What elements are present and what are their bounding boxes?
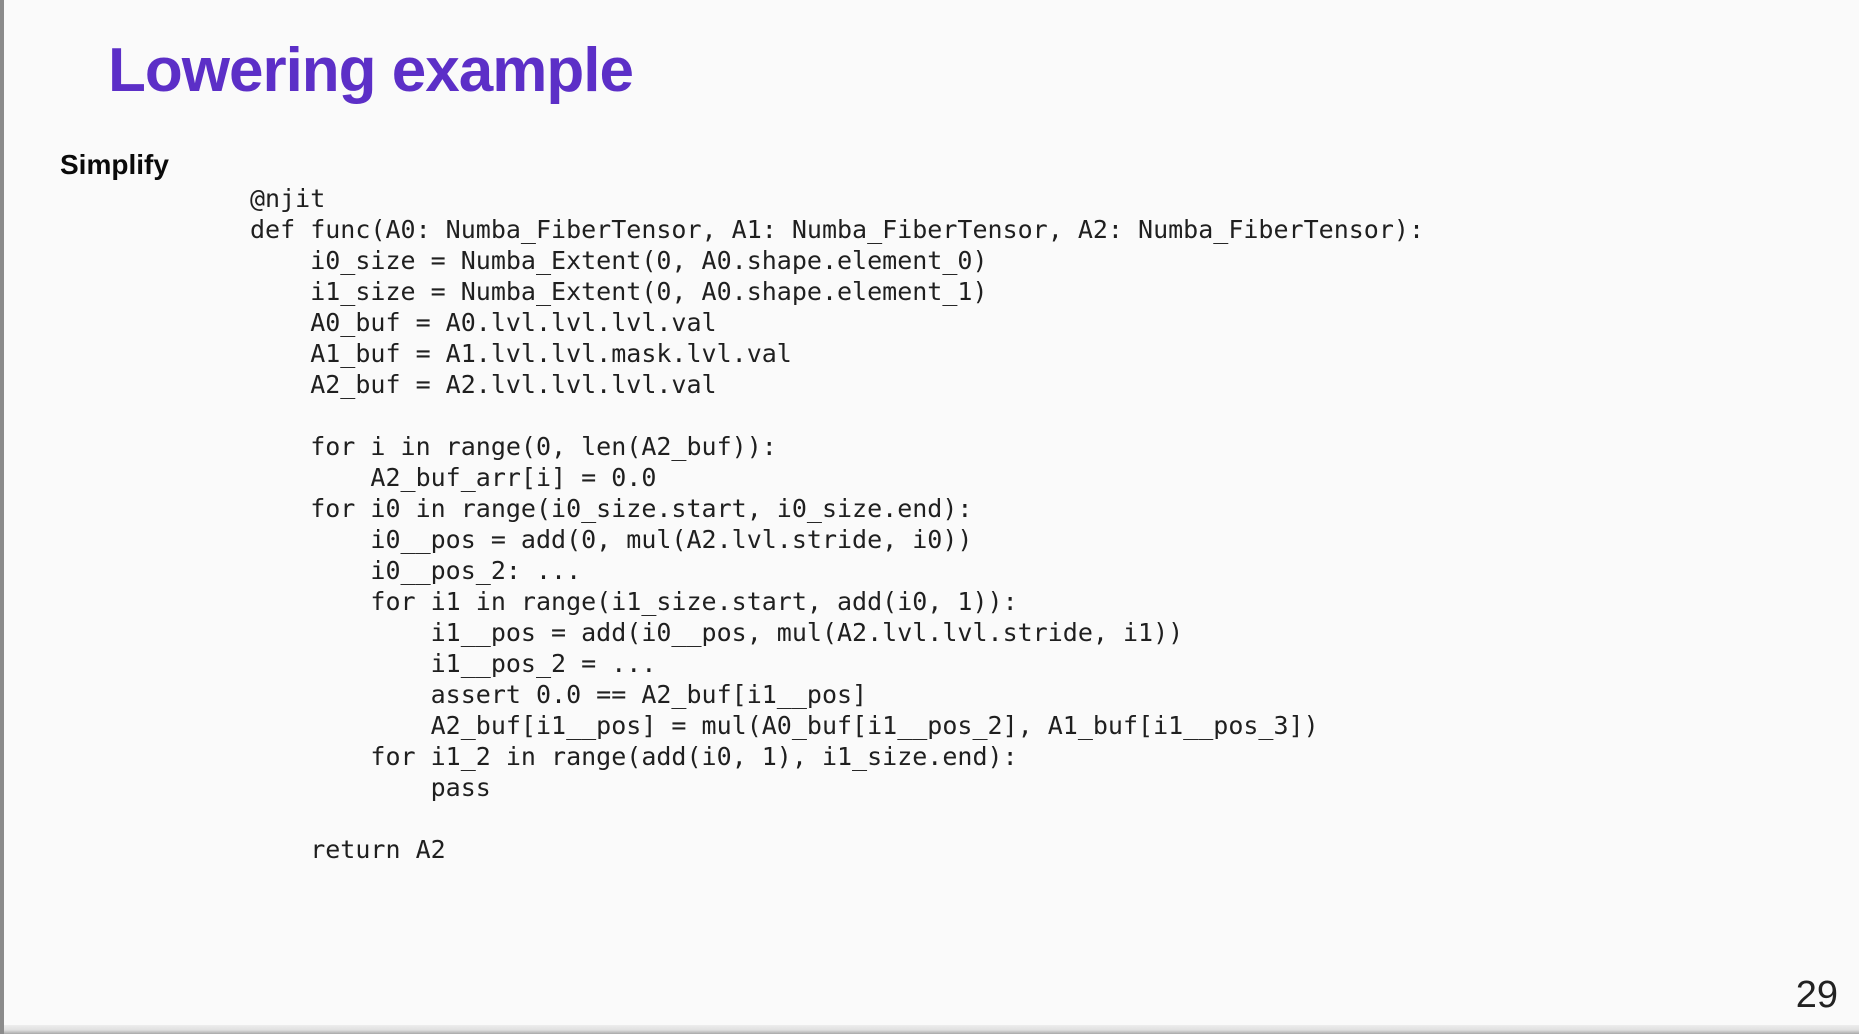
code-block: @njit def func(A0: Numba_FiberTensor, A1… (250, 184, 1424, 864)
viewer-left-edge (0, 0, 4, 1034)
viewer-bottom-edge (0, 1025, 1859, 1034)
slide-title: Lowering example (108, 36, 634, 105)
simplify-label: Simplify (60, 149, 169, 180)
page-number: 29 (1795, 974, 1838, 1016)
